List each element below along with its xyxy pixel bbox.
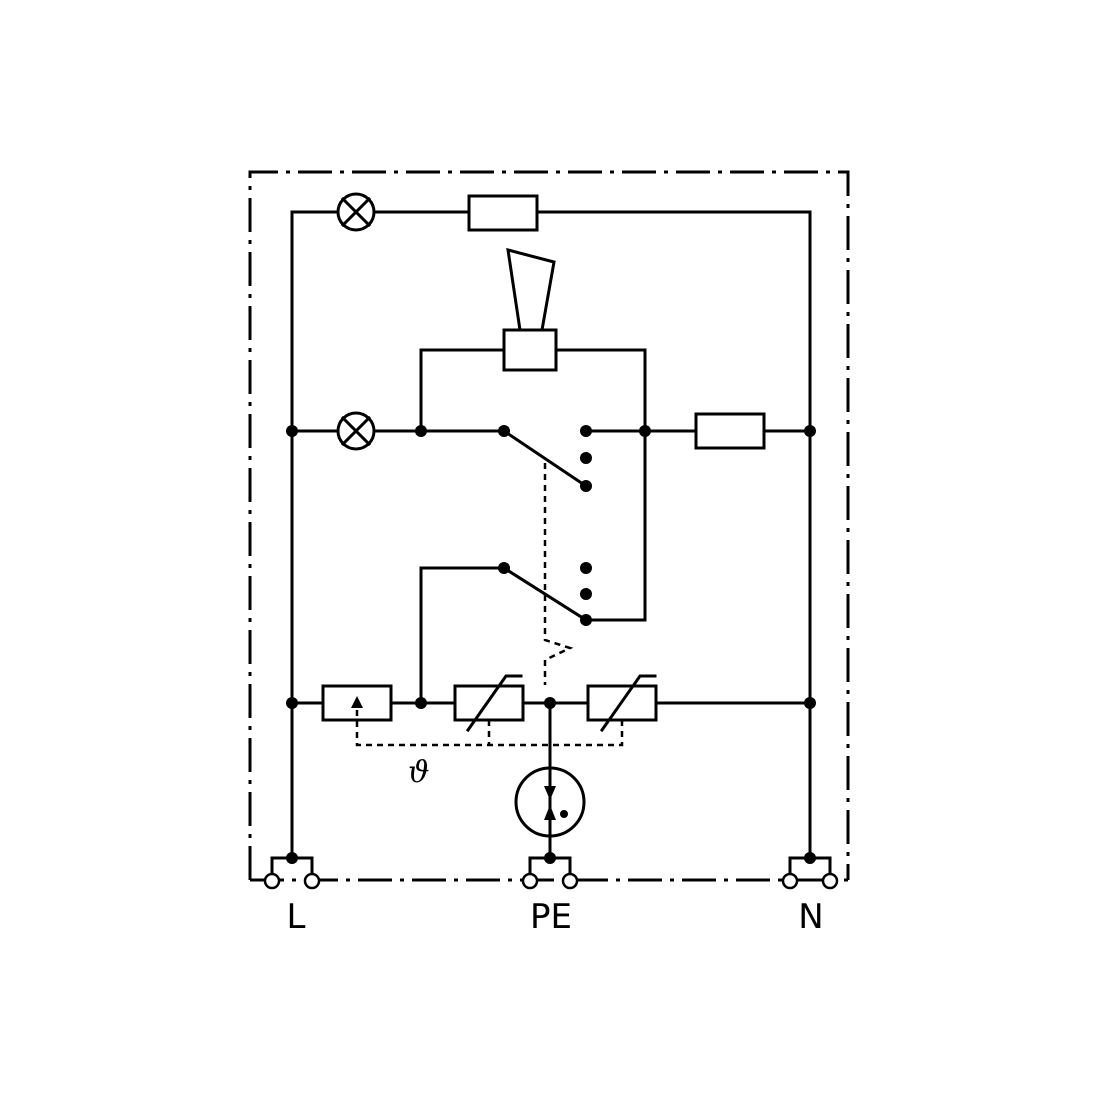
terminal-label-n: N: [798, 897, 823, 937]
resistor-middle: [694, 412, 766, 450]
indicator-lamp-middle: [336, 411, 376, 451]
terminal-label-pe: PE: [530, 897, 572, 937]
mechanical-linkage: [543, 463, 574, 685]
thermal-symbol: ϑ: [408, 755, 429, 790]
thermal-arrow-icon: [351, 696, 363, 708]
terminal-l: [263, 852, 321, 890]
spark-gap: [514, 766, 586, 860]
terminal-n: [781, 852, 839, 890]
horn-icon: [506, 247, 556, 332]
terminal-label-l: L: [287, 897, 306, 937]
varistor-1: [453, 674, 525, 733]
indicator-lamp-top: [336, 192, 376, 232]
thermal-coupling: [355, 710, 624, 747]
buzzer-coil: [502, 328, 558, 372]
junction-dots: [286, 425, 816, 709]
switch-1-blade: [501, 428, 589, 489]
buzzer-wire: [419, 348, 647, 433]
varistor-2: [586, 674, 658, 733]
enclosure-frame: [248, 170, 850, 880]
switch-2-blade: [501, 565, 589, 623]
terminal-pe: [521, 852, 579, 890]
resistor-top: [467, 194, 539, 232]
switch-2-wire: [419, 566, 506, 705]
